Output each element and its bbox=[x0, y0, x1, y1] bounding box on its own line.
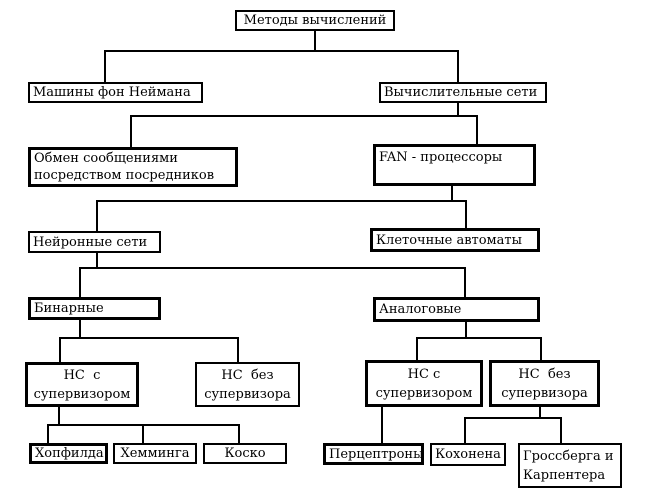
node-nn-supervised-left: НС с супервизором bbox=[25, 362, 139, 407]
connector-root-stem bbox=[314, 31, 316, 50]
node-comp-networks-label: Вычислительные сети bbox=[384, 85, 538, 100]
node-nn-unsupervised-right-line1: НС без bbox=[518, 366, 571, 382]
node-binary-label: Бинарные bbox=[34, 301, 104, 316]
connector-to-neural bbox=[96, 200, 98, 231]
node-kosko: Коско bbox=[203, 443, 287, 464]
node-neural-networks: Нейронные сети bbox=[28, 231, 161, 253]
connector-to-analog bbox=[464, 267, 466, 297]
connector-to-comp-networks bbox=[457, 50, 459, 82]
connector-to-kohonen bbox=[464, 417, 466, 443]
node-nn-unsupervised-left-line1: НС без bbox=[221, 367, 274, 383]
connector-to-grossberg bbox=[560, 417, 562, 443]
connector-to-binary bbox=[79, 267, 81, 297]
connector-to-hamming bbox=[142, 424, 144, 443]
node-nn-unsupervised-left-line2: супервизора bbox=[204, 386, 291, 402]
node-kohonen: Кохонена bbox=[430, 443, 506, 466]
node-perceptrons-label: Перцептроны bbox=[329, 446, 424, 462]
node-von-neumann-label: Машины фон Неймана bbox=[33, 85, 191, 100]
node-hamming: Хемминга bbox=[113, 443, 197, 464]
node-msg-exchange-line1: Обмен сообщениями bbox=[34, 151, 178, 166]
node-hopfield: Хопфилда bbox=[29, 443, 108, 464]
node-nn-supervised-left-line1: НС с bbox=[63, 367, 101, 383]
node-kohonen-label: Кохонена bbox=[435, 447, 501, 462]
node-nn-supervised-left-line2: супервизором bbox=[33, 386, 131, 402]
node-hamming-label: Хемминга bbox=[120, 446, 190, 461]
node-analog: Аналоговые bbox=[373, 297, 540, 322]
node-cellular-automata: Клеточные автоматы bbox=[370, 228, 540, 252]
node-root: Методы вычислений bbox=[235, 10, 395, 31]
connector-to-perceptrons bbox=[381, 407, 383, 443]
node-comp-networks: Вычислительные сети bbox=[379, 82, 547, 103]
node-kosko-label: Коско bbox=[224, 446, 266, 461]
node-hopfield-label: Хопфилда bbox=[35, 446, 104, 461]
node-nn-unsupervised-left: НС без супервизора bbox=[195, 362, 300, 407]
node-binary: Бинарные bbox=[28, 297, 161, 320]
connector-to-cellular bbox=[465, 200, 467, 228]
connector-neural-rail bbox=[79, 267, 466, 269]
connector-fan-rail bbox=[96, 200, 467, 202]
node-neural-networks-label: Нейронные сети bbox=[33, 234, 148, 250]
node-msg-exchange-line2: посредством посредников bbox=[34, 168, 215, 183]
node-nn-unsupervised-right: НС без супервизора bbox=[489, 360, 600, 407]
node-fan-processors: FAN - процессоры bbox=[373, 144, 536, 186]
connector-analog-rail bbox=[416, 337, 542, 339]
node-fan-processors-label: FAN - процессоры bbox=[379, 150, 503, 165]
node-nn-unsupervised-right-line2: супервизора bbox=[501, 385, 588, 401]
connector-to-nn-unsup-left bbox=[237, 337, 239, 362]
connector-nnsupleft-stem bbox=[58, 407, 60, 424]
connector-root-rail bbox=[104, 50, 459, 52]
connector-to-nn-unsup-right bbox=[540, 337, 542, 360]
node-perceptrons: Перцептроны bbox=[323, 443, 424, 465]
connector-to-nn-sup-right bbox=[416, 337, 418, 360]
connector-to-kosko bbox=[238, 424, 240, 443]
connector-nnunsupright-stem bbox=[539, 407, 541, 417]
node-grossberg-carpenter-line2: Карпентера bbox=[523, 467, 606, 483]
connector-to-msg-exchange bbox=[130, 115, 132, 147]
node-cellular-automata-label: Клеточные автоматы bbox=[376, 232, 522, 248]
node-nn-supervised-right-line1: НС с bbox=[407, 366, 441, 382]
connector-compnet-stem bbox=[457, 103, 459, 115]
connector-nnunsupright-rail bbox=[464, 417, 562, 419]
connector-to-nn-sup-left bbox=[59, 337, 61, 362]
node-root-label: Методы вычислений bbox=[243, 13, 387, 28]
node-grossberg-carpenter: Гроссберга и Карпентера bbox=[518, 443, 622, 488]
node-nn-supervised-right: НС с супервизором bbox=[365, 360, 483, 407]
connector-neural-stem bbox=[96, 253, 98, 267]
connector-to-von-neumann bbox=[104, 50, 106, 82]
node-msg-exchange: Обмен сообщениями посредством посреднико… bbox=[28, 147, 238, 187]
connector-fan-stem bbox=[451, 186, 453, 200]
connector-binary-stem bbox=[79, 320, 81, 337]
connector-to-hopfield bbox=[47, 424, 49, 443]
connector-to-fan bbox=[476, 115, 478, 144]
node-grossberg-carpenter-line1: Гроссберга и bbox=[523, 448, 614, 464]
connector-compnet-rail bbox=[130, 115, 478, 117]
connector-binary-rail bbox=[59, 337, 239, 339]
node-analog-label: Аналоговые bbox=[379, 302, 462, 317]
node-nn-supervised-right-line2: супервизором bbox=[375, 385, 473, 401]
node-von-neumann: Машины фон Неймана bbox=[28, 82, 203, 103]
connector-analog-stem bbox=[465, 322, 467, 337]
